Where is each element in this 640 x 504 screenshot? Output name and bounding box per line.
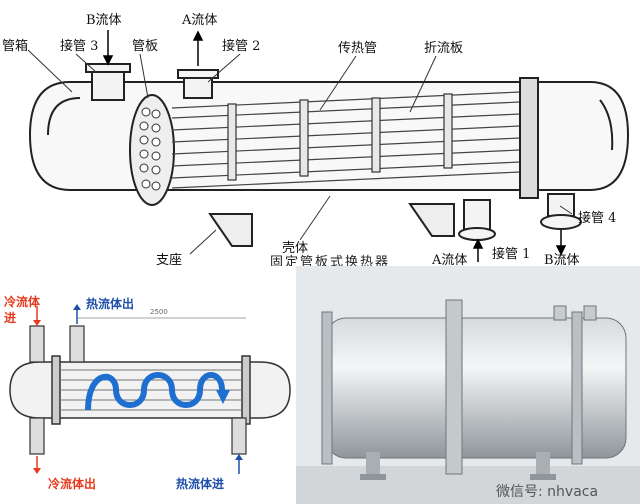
flow-direction-arrows xyxy=(33,304,243,474)
label-tube-sheet: 管板 xyxy=(132,39,158,54)
label-baffle: 折流板 xyxy=(424,41,463,56)
support-left xyxy=(208,213,253,247)
label-cold-in-line1: 冷流体 xyxy=(4,294,41,309)
hot-out-nozzle xyxy=(69,325,85,363)
label-channel-box: 管箱 xyxy=(2,38,28,54)
cold-out-nozzle xyxy=(29,417,45,455)
heat-exchanger-photo: 微信号: nhvaca xyxy=(296,266,640,504)
support-right xyxy=(408,203,455,237)
label-a-fluid-out: A流体 xyxy=(181,13,217,28)
heat-exchanger-cutaway-diagram: 管箱 接管 3 B流体 管板 A流体 接管 2 传热管 折流板 接管 4 支座 … xyxy=(2,13,630,266)
label-support: 支座 xyxy=(156,253,182,266)
label-b-fluid-out: B流体 xyxy=(544,253,580,266)
tube-sheet-left xyxy=(129,94,175,206)
nozzle-2 xyxy=(177,69,219,99)
flow-schematic: 2500 冷流体 进 热流体出 冷流体出 热流体进 xyxy=(0,266,296,504)
serpentine-flow-arrow xyxy=(85,372,225,411)
nozzle-3 xyxy=(85,63,131,101)
nozzle-1 xyxy=(458,199,496,241)
baffles xyxy=(227,93,453,181)
label-nozzle-2: 接管 2 xyxy=(222,38,260,54)
label-nozzle-4: 接管 4 xyxy=(578,210,616,226)
label-nozzle-3: 接管 3 xyxy=(60,38,98,54)
label-hot-out: 热流体出 xyxy=(86,296,134,311)
flange-right xyxy=(519,77,539,199)
photo-vessel xyxy=(321,299,627,480)
flow-arrow-head xyxy=(216,390,230,404)
label-hot-in: 热流体进 xyxy=(176,476,224,491)
dimension-value: 2500 xyxy=(150,308,168,316)
label-nozzle-1: 接管 1 xyxy=(492,246,530,262)
shell-body xyxy=(28,81,630,191)
label-cold-out: 冷流体出 xyxy=(48,476,96,491)
hot-in-nozzle xyxy=(231,417,247,455)
flow-arrows xyxy=(102,30,567,262)
cold-in-nozzle xyxy=(29,325,45,363)
label-heat-tubes: 传热管 xyxy=(338,41,377,56)
label-b-fluid-in: B流体 xyxy=(86,13,122,28)
label-cold-in-line2: 进 xyxy=(4,310,16,325)
label-a-fluid-in: A流体 xyxy=(431,253,467,266)
nozzle-4 xyxy=(540,193,582,230)
diagram-caption: 固定管板式换热器 xyxy=(270,255,390,266)
label-shell: 壳体 xyxy=(282,241,308,256)
watermark: 微信号: nhvaca xyxy=(496,484,598,500)
